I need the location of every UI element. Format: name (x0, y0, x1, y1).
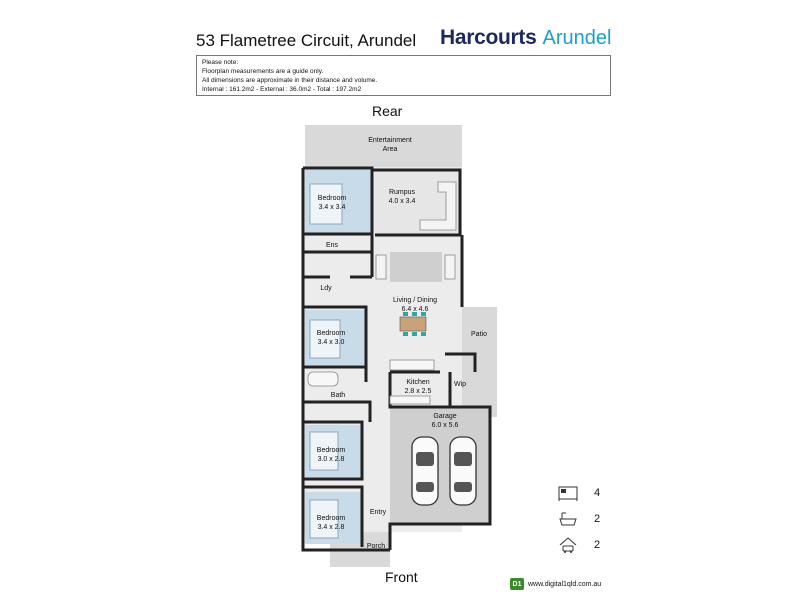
label-bedroom-4: Bedroom (317, 515, 346, 522)
label-entertainment-2: Area (383, 146, 398, 153)
label-kitchen: Kitchen (406, 379, 429, 386)
note-line: Internal : 161.2m2 - External : 36.0m2 -… (202, 86, 362, 93)
label-garage: Garage (433, 413, 456, 420)
bathtub-icon (307, 371, 339, 387)
bathroom-count: 2 (594, 513, 601, 525)
entertainment-area (305, 125, 462, 170)
legend-cars: 2 (558, 532, 618, 558)
front-label: Front (385, 569, 418, 585)
patio-area (462, 307, 497, 417)
label-entertainment: Entertainment (368, 137, 412, 144)
bedroom-count: 4 (594, 487, 601, 499)
rear-label: Rear (372, 103, 403, 119)
label-bedroom-1-size: 3.4 x 3.4 (319, 204, 346, 211)
label-living-size: 6.4 x 4.6 (402, 306, 429, 313)
bath-icon (559, 512, 577, 526)
feature-legend: 4 2 2 (558, 480, 618, 558)
dining-table-icon (399, 312, 427, 336)
note-line: Floorplan measurements are a guide only. (202, 68, 324, 75)
logo-brand: Harcourts (440, 26, 537, 49)
label-rumpus-size: 4.0 x 3.4 (389, 198, 416, 205)
walls (301, 166, 492, 552)
label-bedroom-1: Bedroom (318, 195, 347, 202)
logo-office: Arundel (542, 26, 612, 49)
note-line: All dimensions are approximate in their … (202, 77, 378, 84)
label-bedroom-3: Bedroom (317, 447, 346, 454)
label-bath: Bath (331, 392, 346, 399)
notes-box: Please note: Floorplan measurements are … (196, 55, 611, 96)
floorplan: Entertainment Area Rumpus 4.0 x 3.4 Bedr… (301, 125, 497, 567)
sofa-icon (444, 254, 456, 280)
footer-website[interactable]: www.digital1qld.com.au (528, 580, 602, 588)
car-icon (449, 436, 477, 506)
label-living: Living / Dining (393, 297, 437, 304)
label-rumpus: Rumpus (389, 189, 416, 196)
property-address: 53 Flametree Circuit, Arundel (196, 31, 417, 50)
label-ens: Ens (326, 242, 339, 249)
bed-icon (309, 319, 341, 359)
bed-icon (309, 499, 339, 539)
label-bedroom-3-size: 3.0 x 2.8 (318, 456, 345, 463)
kitchen-bench (389, 359, 435, 371)
bed-icon (558, 486, 578, 501)
agency-logo: Harcourts Arundel (440, 24, 611, 52)
label-entry: Entry (370, 509, 387, 516)
sofa-icon (375, 254, 387, 280)
bed-icon (309, 183, 343, 225)
label-bedroom-2-size: 3.4 x 3.0 (318, 339, 345, 346)
label-bedroom-2: Bedroom (317, 330, 346, 337)
car-icon (559, 537, 577, 553)
legend-bedrooms: 4 (558, 480, 618, 506)
living-rug (390, 252, 442, 282)
car-icon (411, 436, 439, 506)
sofa-icon (419, 181, 457, 231)
digital1-logo: D1 (510, 578, 524, 590)
label-ldy: Ldy (320, 285, 332, 292)
label-bedroom-4-size: 3.4 x 2.8 (318, 524, 345, 531)
label-patio: Patio (471, 331, 487, 338)
label-garage-size: 6.0 x 5.6 (432, 422, 459, 429)
footer: D1 www.digital1qld.com.au (510, 578, 601, 590)
label-kitchen-size: 2.8 x 2.5 (405, 388, 432, 395)
kitchen-counter (389, 395, 431, 405)
bed-icon (309, 431, 339, 471)
note-line: Please note: (202, 59, 239, 66)
legend-bathrooms: 2 (558, 506, 618, 532)
label-wip: Wip (454, 381, 466, 388)
car-count: 2 (594, 539, 601, 551)
label-porch: Porch (367, 543, 385, 550)
